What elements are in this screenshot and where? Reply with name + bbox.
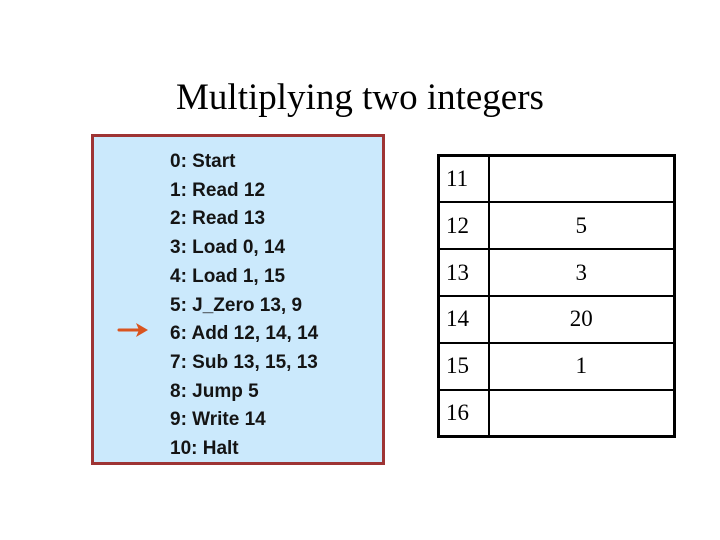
memory-address-cell: 14 bbox=[437, 294, 490, 344]
list-item: 7: Sub 13, 15, 13 bbox=[170, 351, 318, 373]
list-item: 8: Jump 5 bbox=[170, 380, 259, 402]
page-title: Multiplying two integers bbox=[176, 77, 544, 118]
list-item: 10: Halt bbox=[170, 438, 239, 460]
table-row: 16 bbox=[437, 388, 676, 438]
list-item: 1: Read 12 bbox=[170, 179, 266, 201]
program-listing-panel: 0: Start 1: Read 12 2: Read 13 3: Load 0… bbox=[91, 134, 385, 465]
memory-address-cell: 11 bbox=[437, 154, 490, 204]
table-row: 14 20 bbox=[437, 294, 676, 344]
right-arrow-icon bbox=[117, 323, 148, 337]
list-item: 5: J_Zero 13, 9 bbox=[170, 294, 303, 316]
program-line-list: 0: Start 1: Read 12 2: Read 13 3: Load 0… bbox=[170, 148, 318, 464]
table-row: 13 3 bbox=[437, 248, 676, 297]
memory-value-cell: 3 bbox=[487, 248, 676, 297]
table-row: 15 1 bbox=[437, 341, 676, 391]
memory-address-cell: 12 bbox=[437, 201, 490, 251]
list-item: 4: Load 1, 15 bbox=[170, 265, 286, 287]
memory-value-cell bbox=[487, 388, 676, 438]
list-item-current: 6: Add 12, 14, 14 bbox=[170, 323, 319, 345]
list-item: 9: Write 14 bbox=[170, 409, 266, 431]
list-item: 0: Start bbox=[170, 151, 236, 172]
memory-address-cell: 15 bbox=[437, 341, 490, 391]
memory-address-cell: 16 bbox=[437, 388, 490, 438]
list-item: 2: Read 13 bbox=[170, 208, 266, 230]
memory-value-cell: 5 bbox=[487, 201, 676, 251]
memory-table: 11 12 5 13 3 14 20 15 1 16 bbox=[437, 154, 676, 438]
memory-value-cell: 20 bbox=[487, 294, 676, 344]
table-row: 12 5 bbox=[437, 201, 676, 251]
list-item: 3: Load 0, 14 bbox=[170, 237, 286, 259]
memory-value-cell bbox=[487, 154, 676, 204]
memory-value-cell: 1 bbox=[487, 341, 676, 391]
memory-address-cell: 13 bbox=[437, 248, 490, 297]
table-row: 11 bbox=[437, 154, 676, 204]
